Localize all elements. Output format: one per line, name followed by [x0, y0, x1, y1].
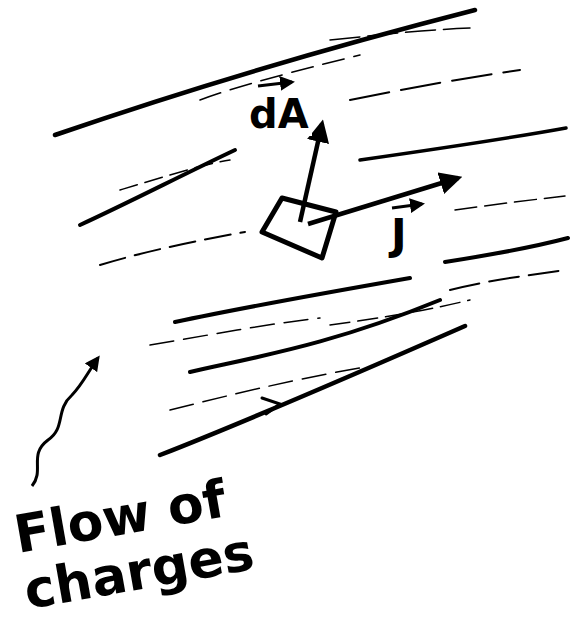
pointer-arrow	[32, 358, 98, 486]
area-vector-arrow	[300, 124, 322, 222]
vector-overarrow	[258, 82, 292, 86]
vector-overarrow	[392, 204, 422, 208]
note-label: Flow of charges	[7, 464, 279, 621]
current-density-arrow	[308, 178, 458, 224]
area-element	[262, 198, 336, 258]
flow-streaks	[55, 10, 568, 455]
vector-label: J	[388, 212, 410, 258]
vector-label: dA	[246, 92, 312, 136]
